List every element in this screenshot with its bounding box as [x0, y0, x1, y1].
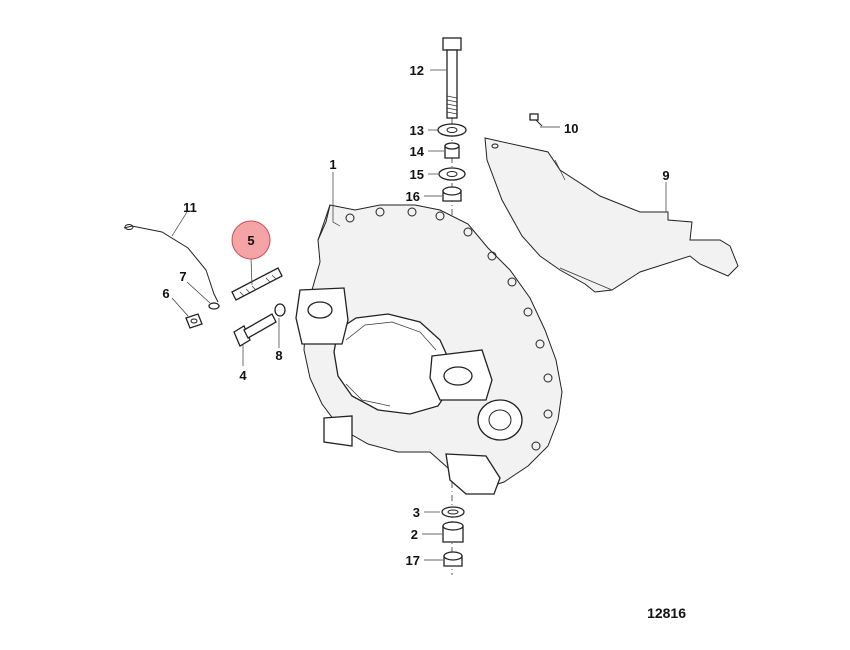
part-label-10[interactable]: 10 — [564, 121, 578, 136]
part-label-13[interactable]: 13 — [410, 123, 424, 138]
highlight-circle — [231, 220, 271, 260]
part-2-spacer[interactable] — [442, 521, 464, 543]
leader-lines — [171, 69, 667, 561]
part-4-bolt[interactable] — [233, 313, 277, 347]
part-9-cover-plate[interactable] — [484, 137, 739, 293]
drawing-number: 12816 — [647, 605, 686, 621]
part-17-nut[interactable] — [443, 551, 463, 567]
part-label-17[interactable]: 17 — [406, 553, 420, 568]
part-label-4[interactable]: 4 — [239, 368, 247, 383]
part-15-washer[interactable] — [438, 167, 466, 181]
part-label-8[interactable]: 8 — [275, 348, 282, 363]
part-label-6[interactable]: 6 — [162, 286, 169, 301]
part-7-lock-washer[interactable] — [208, 302, 220, 310]
part-label-15[interactable]: 15 — [410, 167, 424, 182]
part-6-nut[interactable] — [185, 313, 203, 329]
part-5-stud[interactable] — [231, 267, 283, 301]
part-8-washer[interactable] — [274, 303, 286, 317]
part-1-flywheel-housing[interactable] — [295, 204, 563, 495]
part-label-5[interactable]: 5 — [247, 233, 254, 248]
part-14-bushing[interactable] — [444, 142, 460, 159]
part-label-1[interactable]: 1 — [329, 157, 336, 172]
part-16-nut[interactable] — [442, 186, 462, 202]
part-label-9[interactable]: 9 — [662, 168, 669, 183]
part-label-12[interactable]: 12 — [410, 63, 424, 78]
part-label-11[interactable]: 11 — [183, 200, 197, 215]
part-label-7[interactable]: 7 — [179, 269, 186, 284]
part-label-3[interactable]: 3 — [413, 505, 420, 520]
part-11-wire[interactable] — [123, 225, 219, 303]
part-10-screw[interactable] — [529, 113, 543, 127]
part-label-16[interactable]: 16 — [406, 189, 420, 204]
part-label-2[interactable]: 2 — [411, 527, 418, 542]
part-label-14[interactable]: 14 — [410, 144, 425, 159]
part-12-bolt[interactable] — [442, 37, 462, 119]
part-13-washer[interactable] — [437, 123, 467, 137]
part-3-washer[interactable] — [441, 506, 465, 518]
